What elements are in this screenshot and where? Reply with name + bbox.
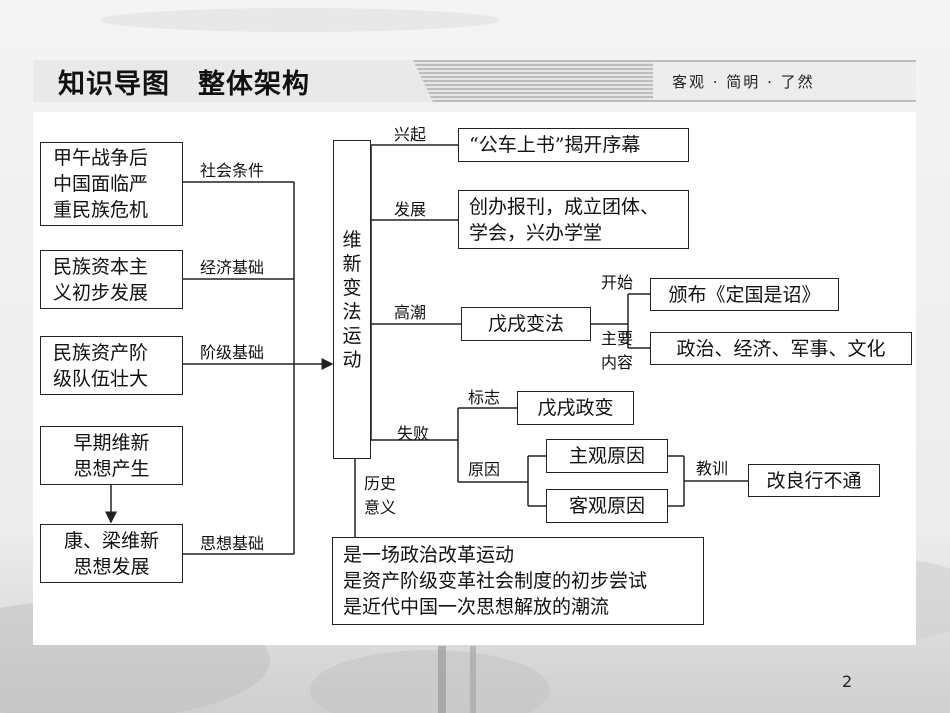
page-title: 知识导图 整体架构 xyxy=(58,69,310,100)
subjective-text: 主观原因 xyxy=(568,445,645,467)
content-text: 政治、经济、军事、文化 xyxy=(676,337,886,360)
rise-box: “公车上书”揭开序幕 xyxy=(458,128,689,162)
start-label: 开始 xyxy=(601,273,634,292)
early-thought-line-2: 思想产生 xyxy=(73,457,150,480)
kang-liang-line-1: 康、梁维新 xyxy=(63,529,159,552)
crisis-line-3: 重民族危机 xyxy=(53,199,149,221)
sign-text: 戊戌政变 xyxy=(537,397,614,419)
center-label: 维新变法运动 xyxy=(342,228,362,371)
lesson-label: 教训 xyxy=(696,459,729,478)
early-thought-line-1: 早期维新 xyxy=(73,431,150,454)
content-label-2: 内容 xyxy=(601,353,634,372)
failure-label: 失败 xyxy=(397,424,430,443)
significance-line-2: 是资产阶级变革社会制度的初步尝试 xyxy=(343,570,648,592)
kang-liang-box: 康、梁维新 思想发展 xyxy=(40,524,183,583)
bourgeoisie-line-1: 民族资产阶 xyxy=(53,341,149,364)
header-slogan: 客观 · 简明 · 了然 xyxy=(672,73,815,91)
capital-line-1: 民族资本主 xyxy=(53,255,149,278)
rise-label: 兴起 xyxy=(394,125,427,144)
kang-liang-line-2: 思想发展 xyxy=(73,555,150,578)
start-box: 颁布《定国是诏》 xyxy=(650,278,839,311)
significance-label-1: 历史 xyxy=(364,474,397,493)
crisis-line-2: 中国面临严 xyxy=(53,173,149,195)
significance-label-2: 意义 xyxy=(364,498,397,517)
develop-label: 发展 xyxy=(394,200,427,219)
early-thought-box: 早期维新 思想产生 xyxy=(40,426,183,485)
significance-line-1: 是一场政治改革运动 xyxy=(343,544,515,566)
lesson-box: 改良行不通 xyxy=(748,464,880,497)
lesson-text: 改良行不通 xyxy=(766,469,862,492)
content-label-1: 主要 xyxy=(601,329,634,348)
objective-text: 客观原因 xyxy=(568,495,645,517)
capital-box: 民族资本主 义初步发展 xyxy=(40,250,183,309)
significance-box: 是一场政治改革运动 是资产阶级变革社会制度的初步尝试 是近代中国一次思想解放的潮… xyxy=(332,537,704,625)
crisis-line-1: 甲午战争后 xyxy=(53,147,149,169)
ideology-basis-label: 思想基础 xyxy=(200,534,265,553)
climax-label: 高潮 xyxy=(394,303,427,322)
develop-line-1: 创办报刊，成立团体、 xyxy=(469,195,660,218)
bourgeoisie-box: 民族资产阶 级队伍壮大 xyxy=(40,336,183,395)
capital-line-2: 义初步发展 xyxy=(53,281,149,304)
rise-text: “公车上书”揭开序幕 xyxy=(469,134,641,156)
reason-label: 原因 xyxy=(468,460,501,479)
develop-line-2: 学会，兴办学堂 xyxy=(469,221,603,244)
sign-label: 标志 xyxy=(468,388,501,407)
crisis-box: 甲午战争后 中国面临严 重民族危机 xyxy=(40,142,183,226)
sign-box: 戊戌政变 xyxy=(517,391,634,425)
class-basis-label: 阶级基础 xyxy=(200,343,265,362)
economic-basis-label: 经济基础 xyxy=(200,258,265,277)
center-box: 维新变法运动 xyxy=(333,140,371,459)
objective-box: 客观原因 xyxy=(546,489,668,523)
header-bar xyxy=(33,60,916,102)
content-box: 政治、经济、军事、文化 xyxy=(650,332,912,365)
page-number: 2 xyxy=(842,672,853,691)
climax-text: 戊戌变法 xyxy=(487,313,564,335)
develop-box: 创办报刊，成立团体、 学会，兴办学堂 xyxy=(458,190,689,249)
climax-box: 戊戌变法 xyxy=(461,307,591,341)
subjective-box: 主观原因 xyxy=(546,439,668,473)
social-condition-label: 社会条件 xyxy=(200,161,265,180)
start-text: 颁布《定国是诏》 xyxy=(668,283,821,306)
significance-line-3: 是近代中国一次思想解放的潮流 xyxy=(343,596,610,618)
bourgeoisie-line-2: 级队伍壮大 xyxy=(53,367,149,390)
